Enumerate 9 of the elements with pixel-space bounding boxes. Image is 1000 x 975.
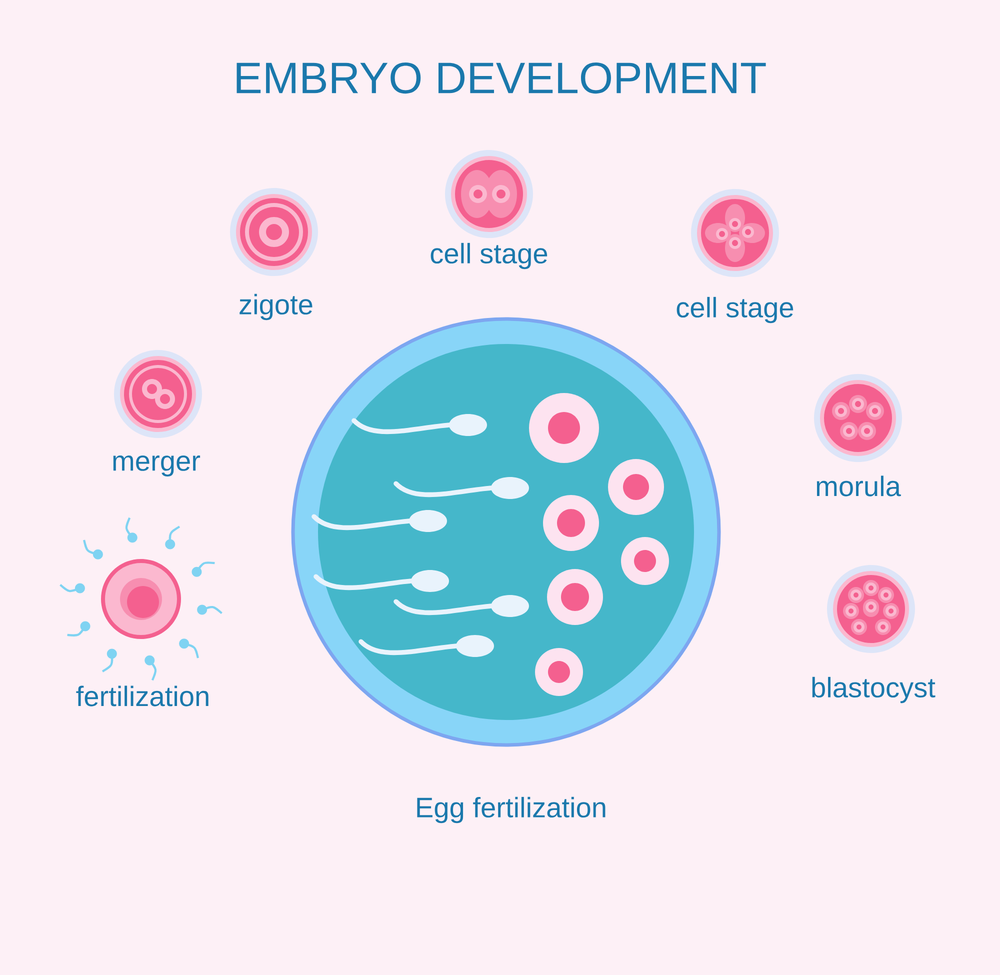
stage-label: Egg fertilization xyxy=(417,796,606,824)
stage-label: zigote xyxy=(240,294,312,320)
stage-label: cell stage xyxy=(676,296,794,324)
stage-label: blastocyst xyxy=(812,676,936,704)
stage-label: cell stage xyxy=(430,242,548,270)
stage-label: morula xyxy=(816,476,901,496)
title: EMBRYO DEVELOPMENT xyxy=(236,62,766,94)
stage-label: fertilization xyxy=(76,686,208,706)
stage-label: merger xyxy=(113,456,200,476)
